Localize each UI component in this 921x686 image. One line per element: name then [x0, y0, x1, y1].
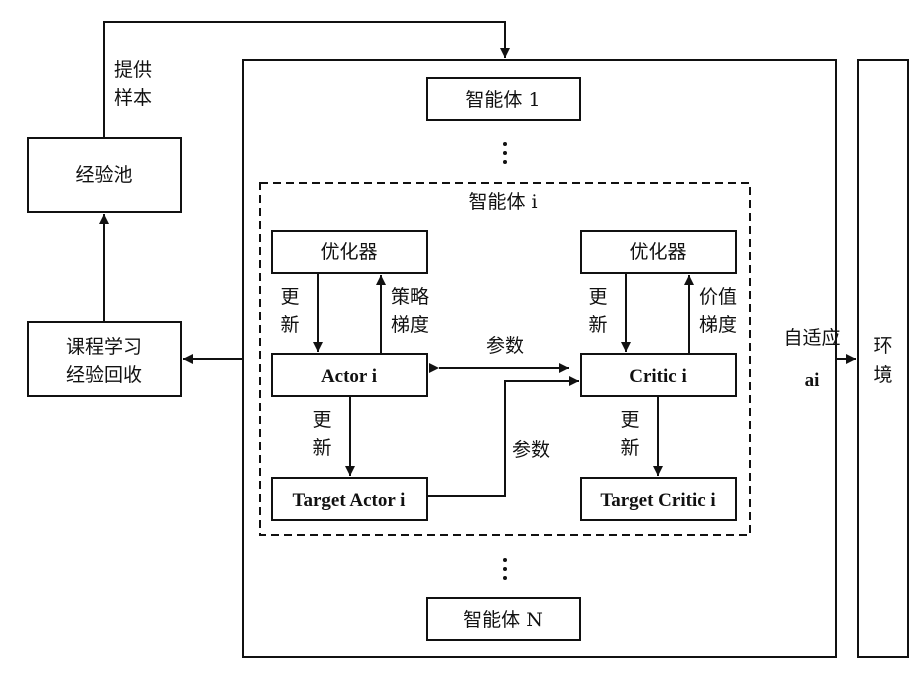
- ellipsis-bottom: [503, 558, 507, 580]
- target-actor-update-label-line1: 更: [312, 409, 331, 431]
- target-critic-label: Target Critic i: [600, 490, 715, 511]
- ellipsis-top: [503, 142, 507, 164]
- policy-gradient-label-line1: 策略: [391, 286, 429, 308]
- value-gradient-label-line2: 梯度: [699, 314, 737, 336]
- environment-label-line1: 环: [873, 335, 892, 357]
- adaptive-label: 自适应: [783, 327, 840, 349]
- provide-samples-label-line1: 提供: [114, 59, 152, 81]
- target-actor-label: Target Actor i: [293, 490, 406, 511]
- curriculum-label-line1: 课程学习: [66, 336, 142, 358]
- actor-optimizer-label: 优化器: [320, 241, 377, 263]
- action-label: ai: [805, 370, 820, 391]
- agent-i-label: 智能体 i: [468, 191, 537, 213]
- agent-1-label: 智能体 1: [465, 89, 540, 111]
- actor-update-label-line1: 更: [280, 286, 299, 308]
- environment-label-line2: 境: [873, 364, 892, 386]
- policy-gradient-label-line2: 梯度: [391, 314, 429, 336]
- params-bottom-label: 参数: [512, 439, 550, 461]
- experience-pool-label: 经验池: [75, 164, 132, 186]
- params-top-label: 参数: [486, 335, 524, 357]
- curriculum-label-line2: 经验回收: [66, 364, 142, 386]
- actor-label: Actor i: [321, 366, 377, 387]
- actor-update-label-line2: 新: [280, 314, 299, 336]
- critic-optimizer-label: 优化器: [629, 241, 686, 263]
- critic-update-label-line2: 新: [588, 314, 607, 336]
- target-critic-update-label-line2: 新: [620, 437, 639, 459]
- environment-box: [858, 60, 908, 657]
- critic-label: Critic i: [629, 366, 687, 387]
- value-gradient-label-line1: 价值: [699, 286, 737, 308]
- target-actor-update-label-line2: 新: [312, 437, 331, 459]
- target-critic-update-label-line1: 更: [620, 409, 639, 431]
- critic-update-label-line1: 更: [588, 286, 607, 308]
- agent-n-label: 智能体 N: [463, 609, 543, 631]
- provide-samples-label-line2: 样本: [114, 87, 152, 109]
